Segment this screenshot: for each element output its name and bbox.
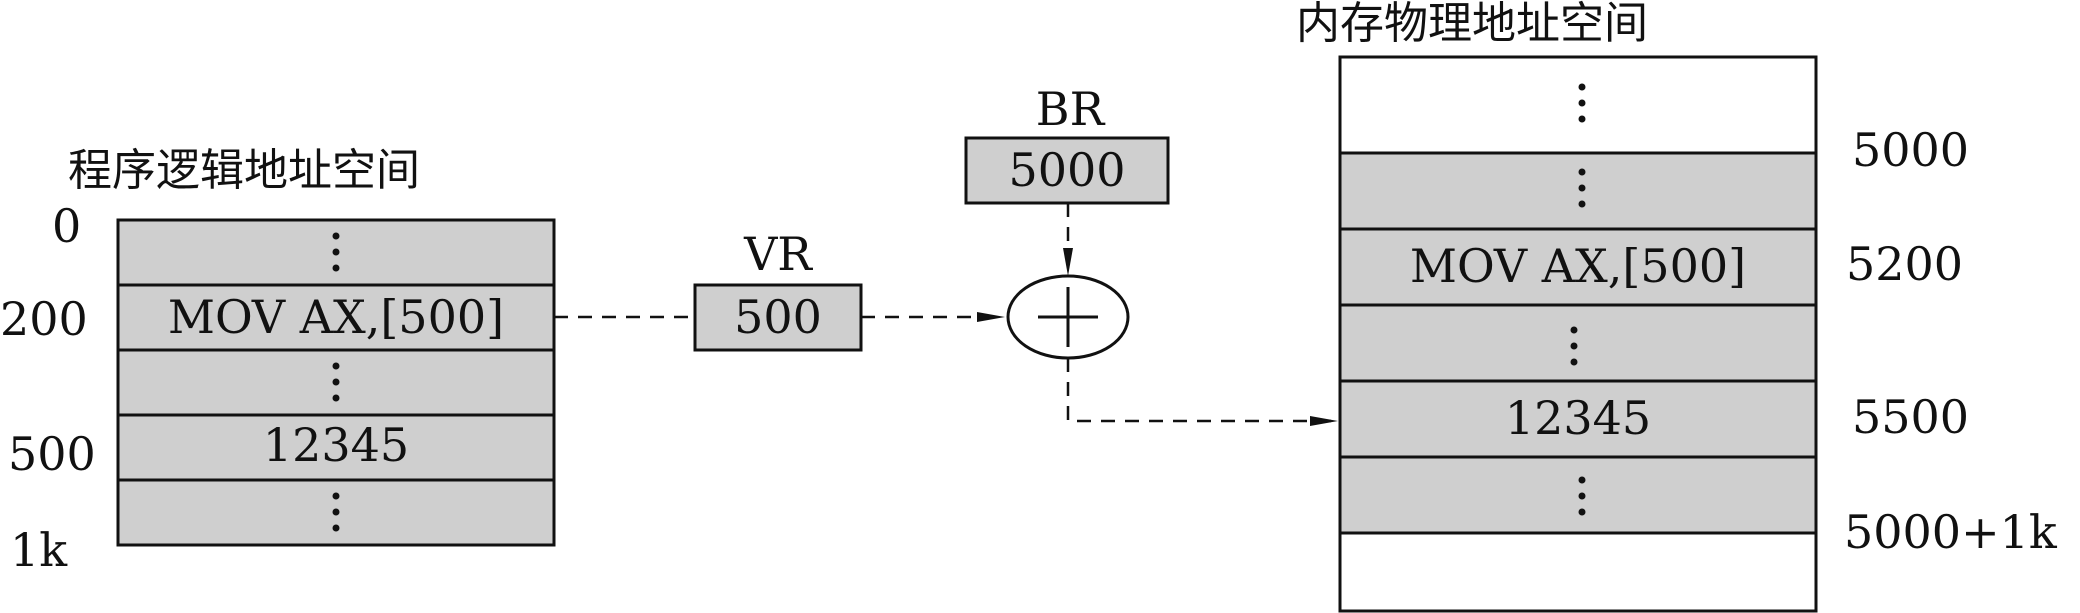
left-cell-0-dots [332, 232, 340, 272]
left-address-200: 200 [0, 292, 88, 346]
left-address-1k: 1k [10, 523, 68, 577]
br-value: 5000 [1008, 143, 1125, 197]
right-address-5000-plus-1k: 5000+1k [1844, 505, 2058, 559]
vr-register [693, 283, 863, 352]
right-memory-block: MOV AX,[500] 12345 [1338, 55, 1818, 613]
right-address-5500: 5500 [1852, 390, 1969, 444]
right-cell-2-text: MOV AX,[500] [1410, 239, 1746, 293]
right-cell-1-dots [1578, 168, 1586, 208]
left-cell-3-text: 12345 [263, 418, 409, 472]
right-cell-0-dots [1578, 83, 1586, 123]
vr-label: VR [743, 227, 813, 281]
left-address-500: 500 [8, 427, 96, 481]
left-memory-block: MOV AX,[500] 12345 [116, 218, 556, 547]
right-cell-2 [1338, 227, 1818, 307]
left-cell-3 [116, 413, 556, 482]
left-cell-1-text: MOV AX,[500] [168, 290, 504, 344]
left-space-title: 程序逻辑地址空间 [68, 145, 420, 196]
left-cell-1 [116, 283, 556, 352]
left-cell-2-dots [332, 362, 340, 402]
br-register [964, 136, 1170, 205]
vr-value: 500 [734, 290, 822, 344]
right-cell-3-dots [1570, 326, 1578, 366]
adder-plus-icon [1006, 274, 1130, 360]
right-cell-5-dots [1578, 476, 1586, 516]
right-address-5000: 5000 [1852, 123, 1969, 177]
right-cell-4-text: 12345 [1505, 391, 1651, 445]
adder-to-memory-arrow [1066, 358, 1338, 426]
right-space-title: 内存物理地址空间 [1296, 0, 1648, 49]
br-label: BR [1036, 82, 1106, 136]
right-cell-6 [1338, 531, 1818, 613]
right-cell-5 [1338, 455, 1818, 535]
left-cell-4-dots [332, 492, 340, 532]
right-address-5200: 5200 [1846, 237, 1963, 291]
right-cell-3 [1338, 303, 1818, 383]
right-cell-0 [1338, 55, 1818, 155]
left-address-0: 0 [52, 199, 81, 253]
right-cell-1 [1338, 151, 1818, 231]
